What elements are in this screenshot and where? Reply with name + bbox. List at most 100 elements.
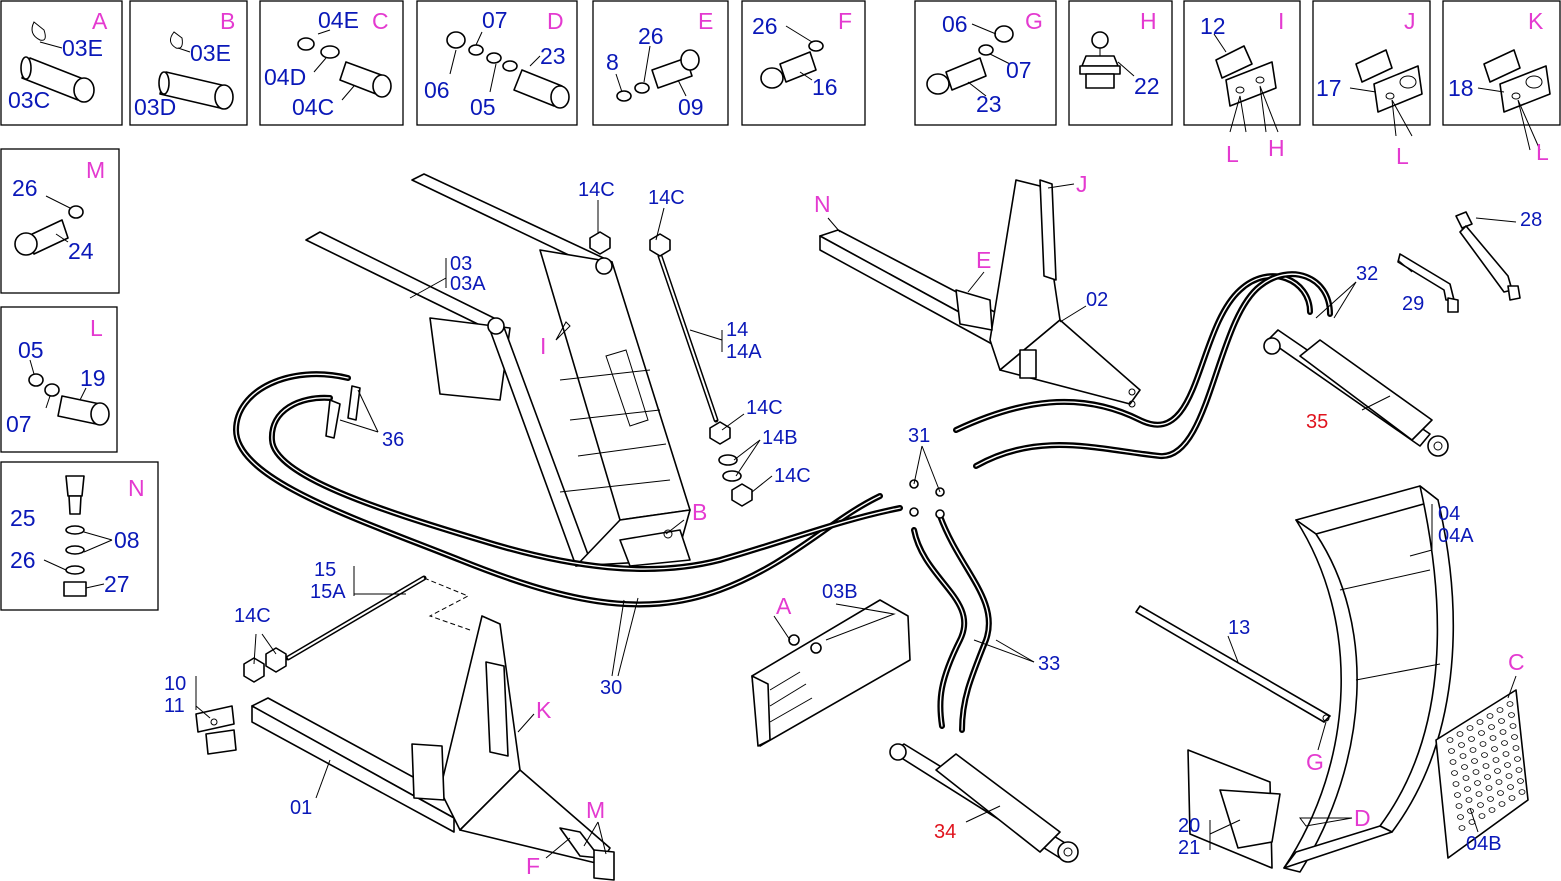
cylinder-34 (889, 743, 1079, 863)
grille-hole (1508, 795, 1516, 801)
callout-key-D: D (1354, 805, 1371, 831)
inset-E-label-1: 26 (638, 23, 664, 49)
callout-20: 20 (1178, 815, 1200, 837)
callout-03A: 03A (450, 273, 486, 295)
grille-hole (1505, 773, 1513, 779)
inset-B-key: B (220, 8, 235, 34)
grille-hole (1469, 747, 1477, 753)
callouts: 03 03A 14C 14C 14 14A 14C 14B 14C I B 36… (164, 171, 1542, 879)
inset-C-label-1: 04E (318, 7, 359, 33)
grille-hole (1486, 713, 1494, 719)
callout-14C-d: 14C (774, 465, 811, 487)
grille-hole (1512, 745, 1520, 751)
inset-L-label-2: 19 (80, 365, 106, 391)
callout-35: 35 (1306, 411, 1328, 433)
inset-F-key: F (838, 8, 852, 34)
callout-01: 01 (290, 797, 312, 819)
callout-14: 14 (726, 319, 748, 341)
inset-I-label-1: 12 (1200, 13, 1226, 39)
callout-34: 34 (934, 821, 956, 843)
callout-key-E: E (976, 247, 991, 273)
inset-A-key: A (92, 8, 108, 34)
inset-J-label-1: 17 (1316, 75, 1342, 101)
inset-F-label-1: 26 (752, 13, 778, 39)
turnbuckle-14 (589, 231, 753, 507)
grille-hole (1466, 725, 1474, 731)
inset-L: 05 L 19 07 (0, 306, 118, 453)
grille-hole (1518, 789, 1526, 795)
callout-32: 32 (1356, 263, 1378, 285)
inset-I-label-3: H (1268, 135, 1285, 161)
inset-L-key: L (90, 315, 103, 341)
inset-D-label-1: 07 (482, 7, 508, 33)
grille-hole (1504, 762, 1511, 768)
bracket-20 (1187, 749, 1281, 869)
grille-hole (1496, 707, 1504, 713)
callout-key-J: J (1076, 171, 1088, 197)
grille-hole (1481, 752, 1488, 758)
grille-hole (1448, 748, 1455, 754)
callout-13: 13 (1228, 617, 1250, 639)
callout-key-I: I (540, 333, 546, 359)
main-frame-03 (305, 173, 691, 567)
grille-hole (1485, 785, 1493, 791)
callout-15A: 15A (310, 581, 346, 603)
inset-N: N 25 08 26 27 (0, 461, 159, 611)
inset-L-label-3: 07 (6, 411, 32, 437)
grille-hole (1514, 756, 1521, 762)
grille-hole (1454, 792, 1461, 798)
grille-hole (1457, 814, 1464, 820)
grille-04B (1435, 689, 1529, 859)
inset-A: A 03E 03C (0, 0, 123, 126)
grille-hole (1477, 802, 1484, 808)
grille-hole (1489, 735, 1497, 741)
inset-G: 06 G 07 23 (914, 0, 1057, 126)
grille-hole (1498, 718, 1505, 724)
inset-I-label-2: L (1226, 141, 1239, 167)
callout-02: 02 (1086, 289, 1108, 311)
callout-14A: 14A (726, 341, 762, 363)
guard-04 (1283, 485, 1454, 873)
callout-03: 03 (450, 253, 472, 275)
pipe-29 (1397, 253, 1459, 313)
inset-D: 07 D 06 05 23 (416, 0, 578, 126)
inset-G-label-1: 06 (942, 11, 968, 37)
grille-hole (1465, 797, 1473, 803)
grille-hole (1449, 759, 1457, 765)
grille-hole (1476, 719, 1484, 725)
callout-33: 33 (1038, 653, 1060, 675)
grille-hole (1507, 784, 1514, 790)
callout-15: 15 (314, 559, 336, 581)
grille-hole (1474, 780, 1481, 786)
hydraulic-hoses (232, 271, 1333, 733)
inset-H-key: H (1140, 8, 1157, 34)
grille-hole (1461, 764, 1468, 770)
callout-14C-a: 14C (578, 179, 615, 201)
inset-C: 04E C 04D 04C (259, 0, 404, 126)
grille-hole (1508, 712, 1515, 718)
inset-K-key: K (1528, 8, 1544, 34)
inset-I: 12 I L H (1183, 0, 1301, 167)
grille-hole (1475, 791, 1483, 797)
callout-36: 36 (382, 429, 404, 451)
callout-14C-b: 14C (648, 187, 685, 209)
callout-key-B: B (692, 499, 707, 525)
inset-M-key: M (86, 157, 105, 183)
callout-10: 10 (164, 673, 186, 695)
grille-hole (1451, 770, 1458, 776)
grille-hole (1511, 734, 1518, 740)
grille-hole (1488, 807, 1496, 813)
inset-N-label-4: 27 (104, 571, 130, 597)
callout-14C-e: 14C (234, 605, 271, 627)
plate-03B (751, 599, 911, 747)
inset-C-label-3: 04C (292, 94, 334, 120)
inset-B: B 03E 03D (129, 0, 248, 126)
callout-28: 28 (1520, 209, 1542, 231)
inset-M-label-1: 26 (12, 175, 38, 201)
grille-hole (1472, 769, 1480, 775)
grille-hole (1456, 731, 1464, 737)
inset-D-label-3: 05 (470, 94, 496, 120)
grille-hole (1478, 813, 1486, 819)
inset-F: 26 F 16 (741, 0, 866, 126)
